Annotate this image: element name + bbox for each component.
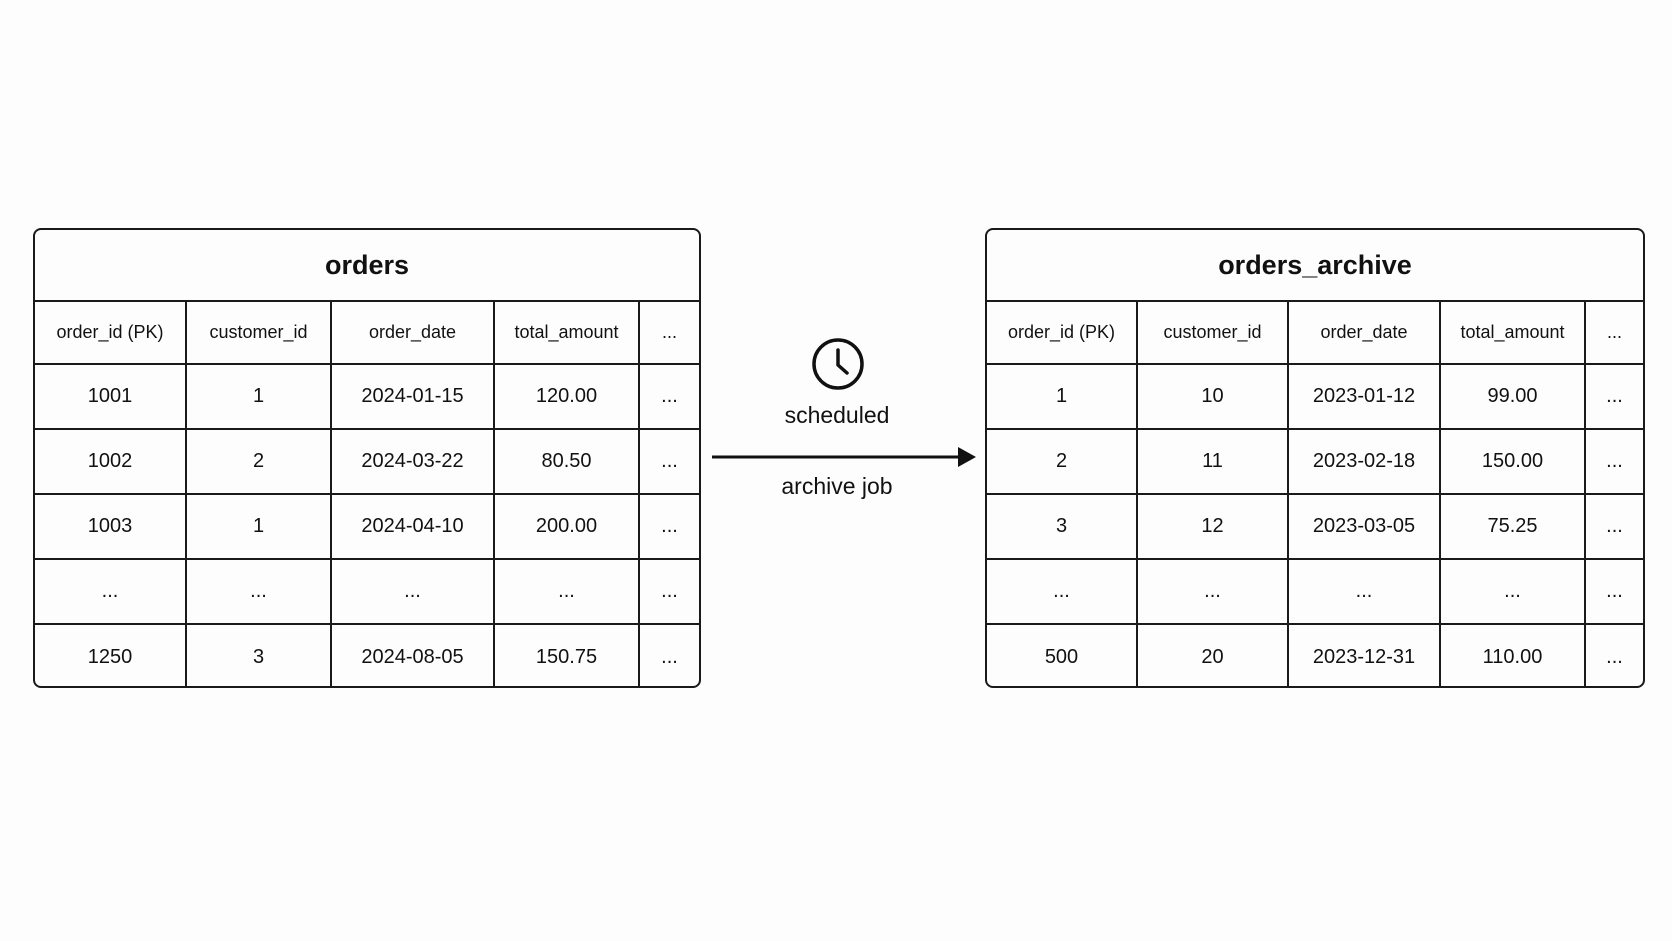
table-row: ... ... ... ... ... <box>987 559 1643 625</box>
table-cell: ... <box>1137 559 1289 625</box>
column-header: order_id (PK) <box>35 302 187 365</box>
column-header: customer_id <box>1137 302 1289 365</box>
table-cell: 80.50 <box>494 429 640 495</box>
table-cell: ... <box>639 494 699 560</box>
orders-header-row: order_id (PK) customer_id order_date tot… <box>35 302 699 365</box>
table-cell: ... <box>35 559 187 625</box>
table-cell: ... <box>1585 429 1643 495</box>
table-row: 1003 1 2024-04-10 200.00 ... <box>35 494 699 560</box>
table-row: 500 20 2023-12-31 110.00 ... <box>987 624 1643 686</box>
table-cell: ... <box>987 559 1138 625</box>
table-cell: 99.00 <box>1440 364 1586 430</box>
column-header: total_amount <box>1440 302 1586 365</box>
table-row: 1 10 2023-01-12 99.00 ... <box>987 364 1643 430</box>
table-cell: 3 <box>186 624 332 686</box>
table-cell: 2023-12-31 <box>1288 624 1441 686</box>
table-cell: 1250 <box>35 624 187 686</box>
column-header: customer_id <box>186 302 332 365</box>
orders-table: orders order_id (PK) customer_id order_d… <box>33 228 701 688</box>
table-row: 2 11 2023-02-18 150.00 ... <box>987 429 1643 495</box>
archive-job-label: archive job <box>781 473 893 499</box>
table-cell: ... <box>186 559 332 625</box>
table-cell: ... <box>639 429 699 495</box>
table-cell: 2023-01-12 <box>1288 364 1441 430</box>
table-cell: 2024-08-05 <box>331 624 495 686</box>
table-cell: 2 <box>987 429 1138 495</box>
table-cell: 1 <box>186 494 332 560</box>
table-row: 1002 2 2024-03-22 80.50 ... <box>35 429 699 495</box>
archive-process: scheduled archive job <box>712 330 976 510</box>
table-cell: 2 <box>186 429 332 495</box>
table-cell: 110.00 <box>1440 624 1586 686</box>
arrow-right-icon <box>712 447 976 467</box>
table-row: 1250 3 2024-08-05 150.75 ... <box>35 624 699 686</box>
table-cell: 150.75 <box>494 624 640 686</box>
table-cell: 1001 <box>35 364 187 430</box>
orders-archive-table-title: orders_archive <box>987 230 1643 302</box>
table-cell: ... <box>1288 559 1441 625</box>
column-header: ... <box>639 302 699 365</box>
table-cell: ... <box>661 645 678 668</box>
table-cell: ... <box>639 364 699 430</box>
column-header: order_date <box>1288 302 1441 365</box>
table-cell: ... <box>639 559 699 625</box>
table-cell: ... <box>1585 494 1643 560</box>
table-cell: ... <box>1585 559 1643 625</box>
table-cell: 120.00 <box>494 364 640 430</box>
table-cell: 75.25 <box>1440 494 1586 560</box>
scheduled-label: scheduled <box>784 402 890 428</box>
table-cell: ... <box>1585 364 1643 430</box>
column-header: ... <box>1585 302 1643 365</box>
column-header: total_amount <box>494 302 640 365</box>
table-cell: 20 <box>1137 624 1289 686</box>
table-cell: 2024-01-15 <box>331 364 495 430</box>
table-cell: 2023-02-18 <box>1288 429 1441 495</box>
table-row: ... ... ... ... ... <box>35 559 699 625</box>
orders-archive-table: orders_archive order_id (PK) customer_id… <box>985 228 1645 688</box>
orders-archive-grid: order_id (PK) customer_id order_date tot… <box>987 302 1643 686</box>
table-cell: ... <box>331 559 495 625</box>
orders-table-title: orders <box>35 230 699 302</box>
table-cell: 2024-03-22 <box>331 429 495 495</box>
orders-grid: order_id (PK) customer_id order_date tot… <box>35 302 699 686</box>
table-cell: 1 <box>186 364 332 430</box>
table-cell: 12 <box>1137 494 1289 560</box>
table-cell: 200.00 <box>494 494 640 560</box>
table-cell: 2023-03-05 <box>1288 494 1441 560</box>
table-cell: 2024-04-10 <box>331 494 495 560</box>
table-cell: 3 <box>987 494 1138 560</box>
table-cell: 1003 <box>35 494 187 560</box>
table-cell: 1002 <box>35 429 187 495</box>
table-cell: ... <box>1440 559 1586 625</box>
clock-icon <box>812 338 864 390</box>
table-cell: ... <box>1606 645 1623 668</box>
column-header: order_id (PK) <box>987 302 1138 365</box>
column-header: order_date <box>331 302 495 365</box>
table-cell: 11 <box>1137 429 1289 495</box>
orders-archive-header-row: order_id (PK) customer_id order_date tot… <box>987 302 1643 365</box>
table-cell: 1 <box>987 364 1138 430</box>
table-cell: ... <box>494 559 640 625</box>
table-row: 1001 1 2024-01-15 120.00 ... <box>35 364 699 430</box>
table-cell: 500 <box>987 624 1138 686</box>
table-row: 3 12 2023-03-05 75.25 ... <box>987 494 1643 560</box>
table-cell: 10 <box>1137 364 1289 430</box>
table-cell: 150.00 <box>1440 429 1586 495</box>
